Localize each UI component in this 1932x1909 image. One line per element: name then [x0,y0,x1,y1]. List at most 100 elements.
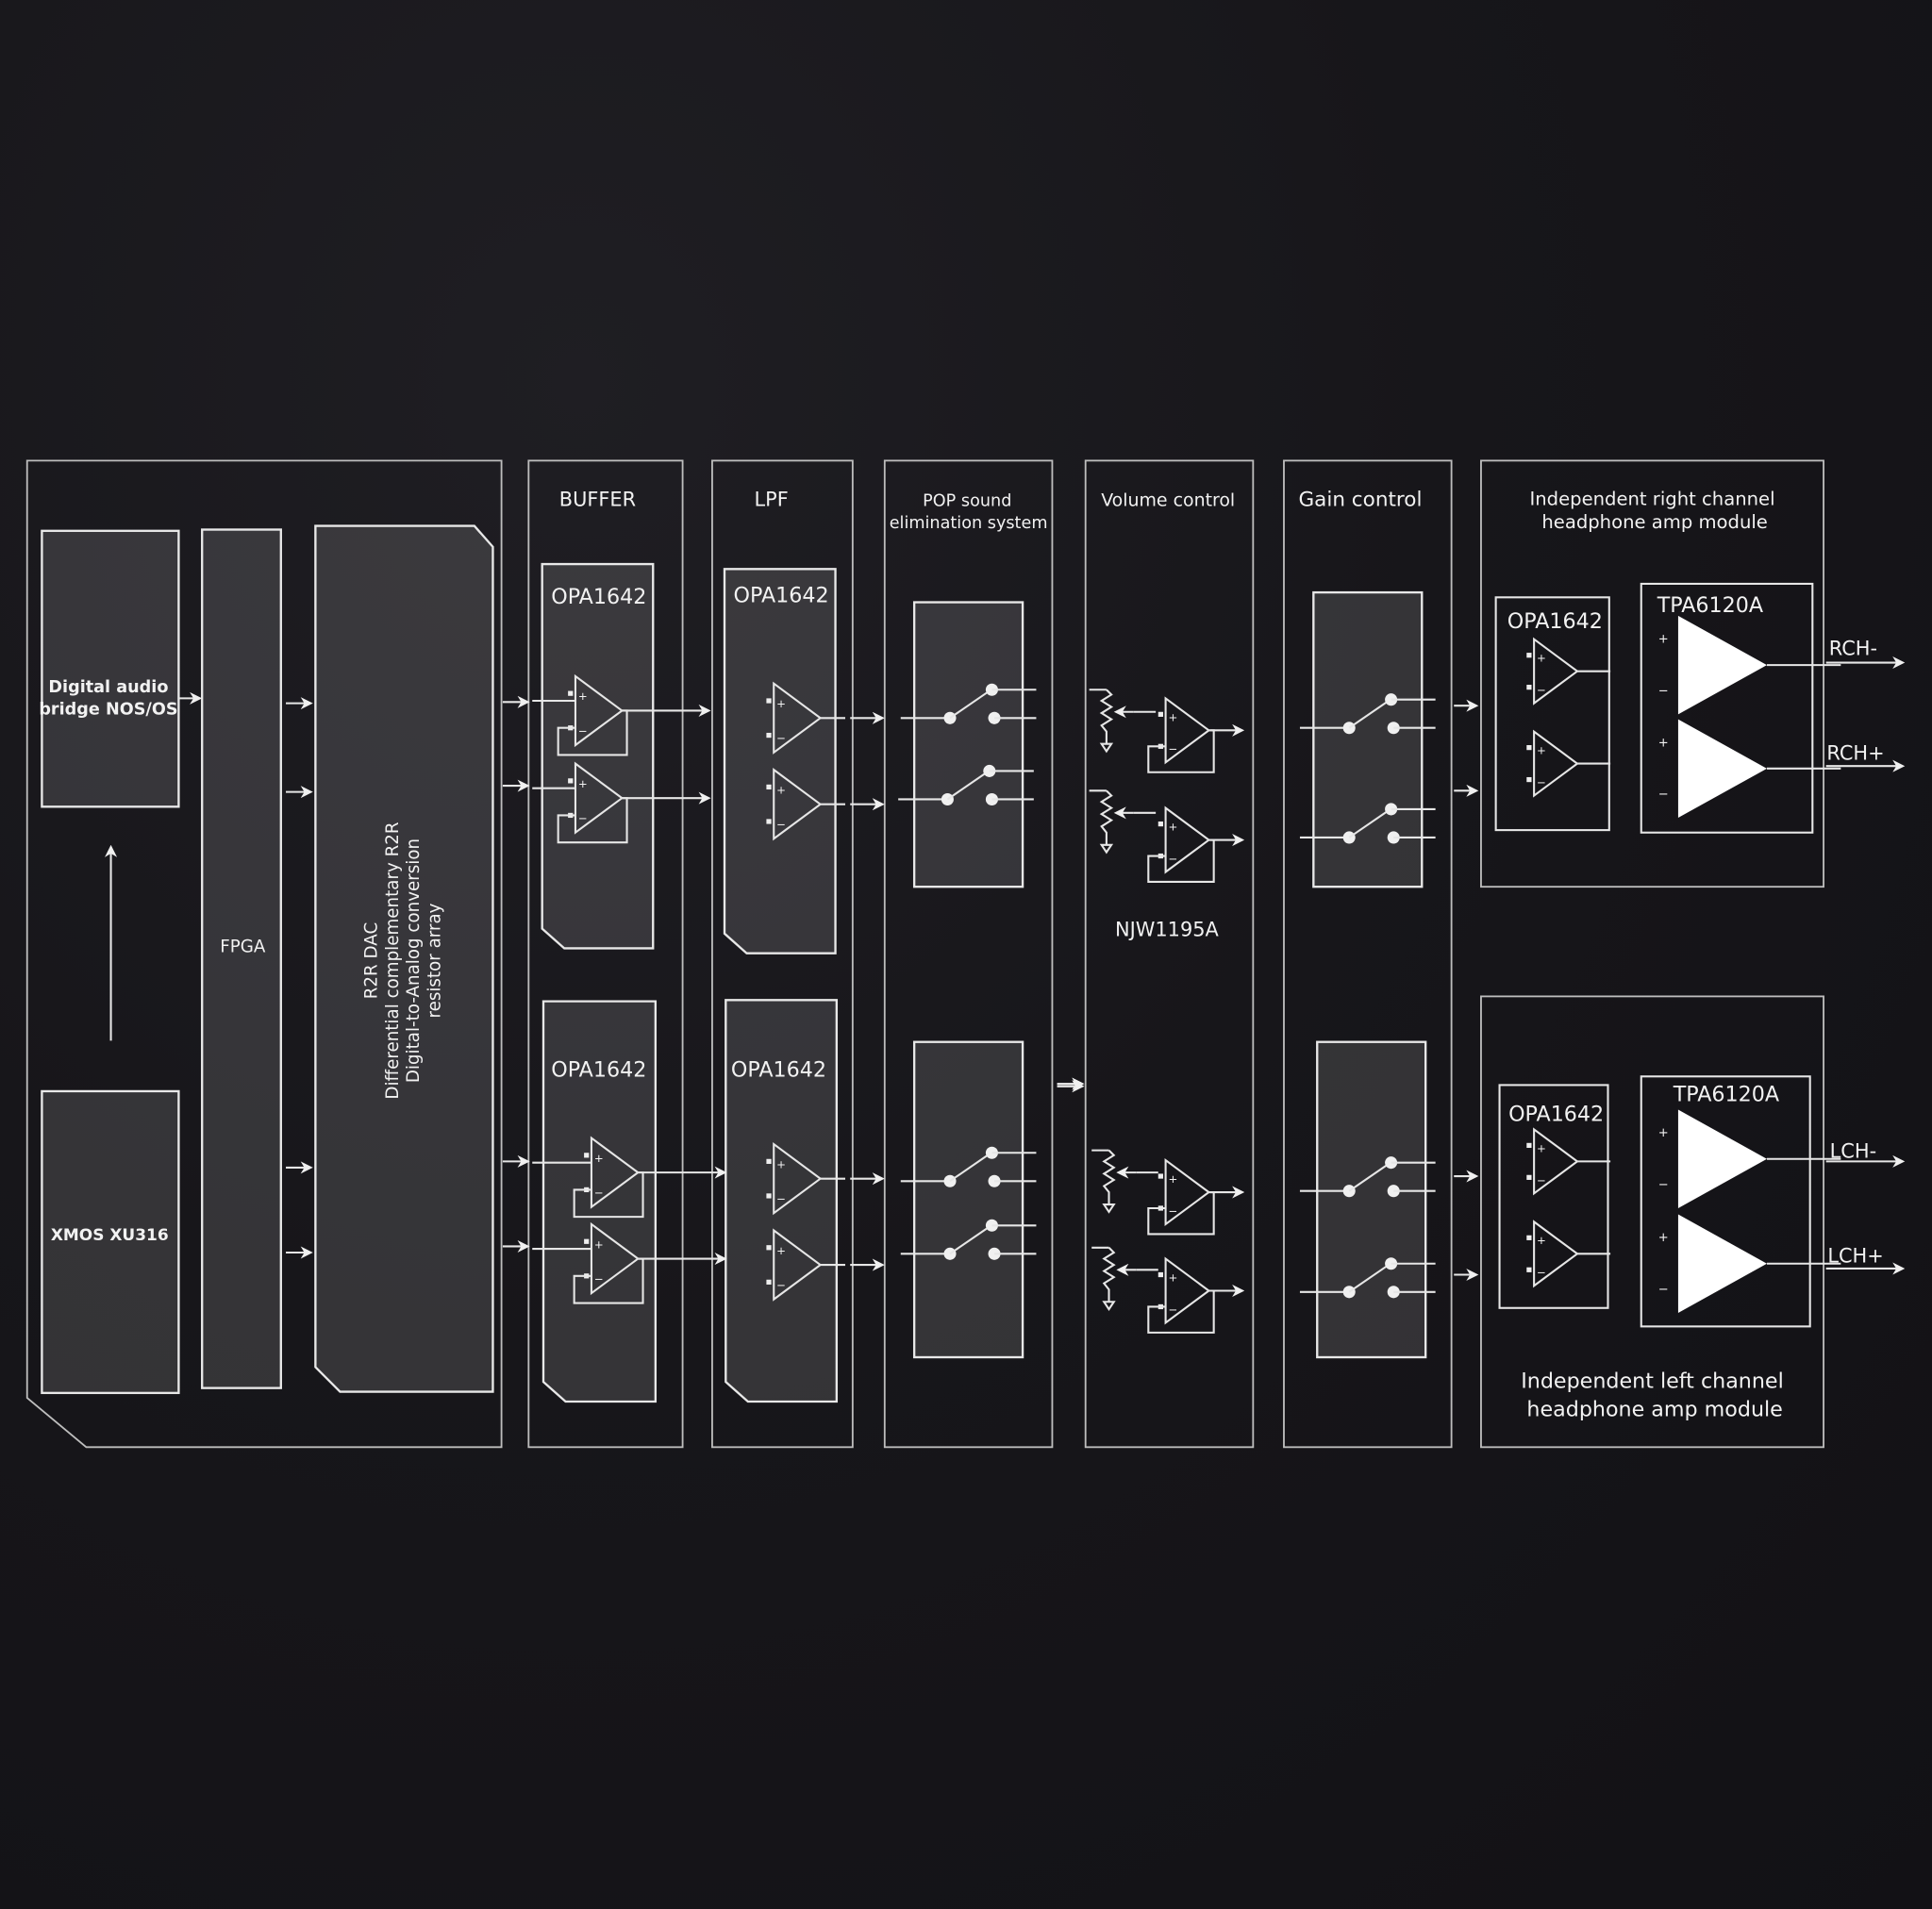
pop-column [883,459,1054,1449]
right-opa-label: OPA1642 [1507,609,1603,634]
pop-switch-block-bottom [912,1040,1024,1359]
potentiometer-icon [1102,1149,1116,1205]
plus-sign: + [578,777,588,790]
gain-switch-block-bottom [1316,1040,1427,1359]
pin-dot [766,1279,772,1285]
pin-dot [584,1238,590,1244]
pin-dot [1158,1173,1163,1179]
pin-dot [568,690,574,696]
opamp-icon [1533,1220,1579,1288]
njw1195a-label: NJW1195A [1115,918,1220,940]
potentiometer-icon [1099,689,1114,744]
plus-sign: + [1658,736,1669,750]
opamp-icon [574,673,625,748]
right-module-title-line1: Independent right channel [1529,488,1774,509]
opamp-icon [1164,805,1211,874]
lpf-chip-top-label: OPA1642 [734,584,829,608]
opamp-icon [1533,1127,1579,1196]
pin-dot [1158,821,1163,827]
ground-icon [1099,843,1114,855]
minus-sign: − [1658,1178,1669,1192]
rch-plus-label: RCH+ [1826,742,1884,765]
plus-sign: + [1537,744,1546,757]
pin-dot [766,784,772,790]
pin-dot [766,1193,772,1199]
switch-lever [1348,1163,1390,1192]
switch-lever [1348,809,1390,838]
pin-dot [1526,776,1532,783]
minus-sign: − [1537,1266,1546,1279]
dac-line-3: Digital-to-Analog conversion [404,838,424,1083]
lpf-title: LPF [755,489,789,511]
plus-sign: + [776,783,786,796]
ground-icon [1102,1301,1116,1311]
opamp-icon [773,681,823,755]
plus-sign: + [594,1152,604,1165]
fpga-label: FPGA [220,937,266,956]
minus-sign: − [1658,1283,1669,1297]
pin-dot [1526,1267,1532,1272]
right-tpa-box [1640,582,1814,834]
switch-lever [1348,700,1390,729]
minus-sign: − [578,811,588,824]
left-opa-box [1498,1084,1609,1309]
pin-dot [1158,711,1163,717]
switch-lever [949,689,991,720]
pin-dot [766,1245,772,1251]
plus-sign: + [594,1237,604,1251]
xmos-block [41,1089,180,1395]
switch-lever [949,1225,991,1255]
plus-sign: + [1537,652,1546,665]
pin-dot [766,732,772,739]
rch-minus-label: RCH- [1829,638,1877,660]
left-opa-label: OPA1642 [1508,1102,1604,1126]
opamp-icon [1164,1157,1211,1227]
right-module-title-line2: headphone amp module [1541,511,1767,533]
plus-sign: + [776,1157,786,1170]
fpga-block [201,528,282,1389]
xmos-label: XMOS XU316 [51,1226,169,1245]
minus-sign: − [776,818,786,831]
minus-sign: − [1658,684,1669,698]
right-opa-box [1494,596,1610,832]
gain-title: Gain control [1298,489,1422,512]
buffer-chip-top [541,562,655,950]
potentiometer-icon [1102,1247,1116,1303]
pin-dot [766,819,772,824]
pin-dot [1526,1142,1532,1149]
opamp-icon [773,1142,823,1216]
minus-sign: − [1168,1204,1177,1218]
minus-sign: − [776,732,786,745]
minus-sign: − [776,1278,786,1291]
plus-sign: + [776,697,786,710]
ground-icon [1099,742,1114,754]
bridge-label-line1: Digital audio [48,678,168,697]
gain-column [1283,459,1453,1449]
volume-column [1084,459,1255,1449]
minus-sign: − [1168,1303,1177,1316]
minus-sign: − [1537,684,1546,697]
lpf-chip-bottom-label: OPA1642 [731,1057,826,1082]
opamp-icon [1164,696,1211,765]
dac-line-4: resistor array [425,903,444,1018]
opamp-icon [773,1228,823,1302]
switch-contact [988,1174,1001,1187]
minus-sign: − [1658,788,1669,802]
left-tpa-box [1640,1075,1811,1328]
plus-sign: + [578,689,588,703]
buffer-column [527,459,684,1449]
minus-sign: − [1537,1173,1546,1187]
pop-title-line1: POP sound [923,492,1011,511]
minus-sign: − [594,1272,604,1286]
tpa6120a-amp-icon [1677,719,1767,819]
gain-switch-block-top [1312,590,1424,888]
lpf-column [711,459,854,1449]
r2r-dac-label: R2R DAC Differential complementary R2R D… [362,822,445,1099]
ground-icon [1102,1204,1116,1214]
opamp-icon [574,761,625,835]
pop-switch-block-top [912,601,1024,888]
dac-line-2: Differential complementary R2R [383,822,403,1099]
minus-sign: − [1537,775,1546,788]
minus-sign: − [776,1192,786,1205]
